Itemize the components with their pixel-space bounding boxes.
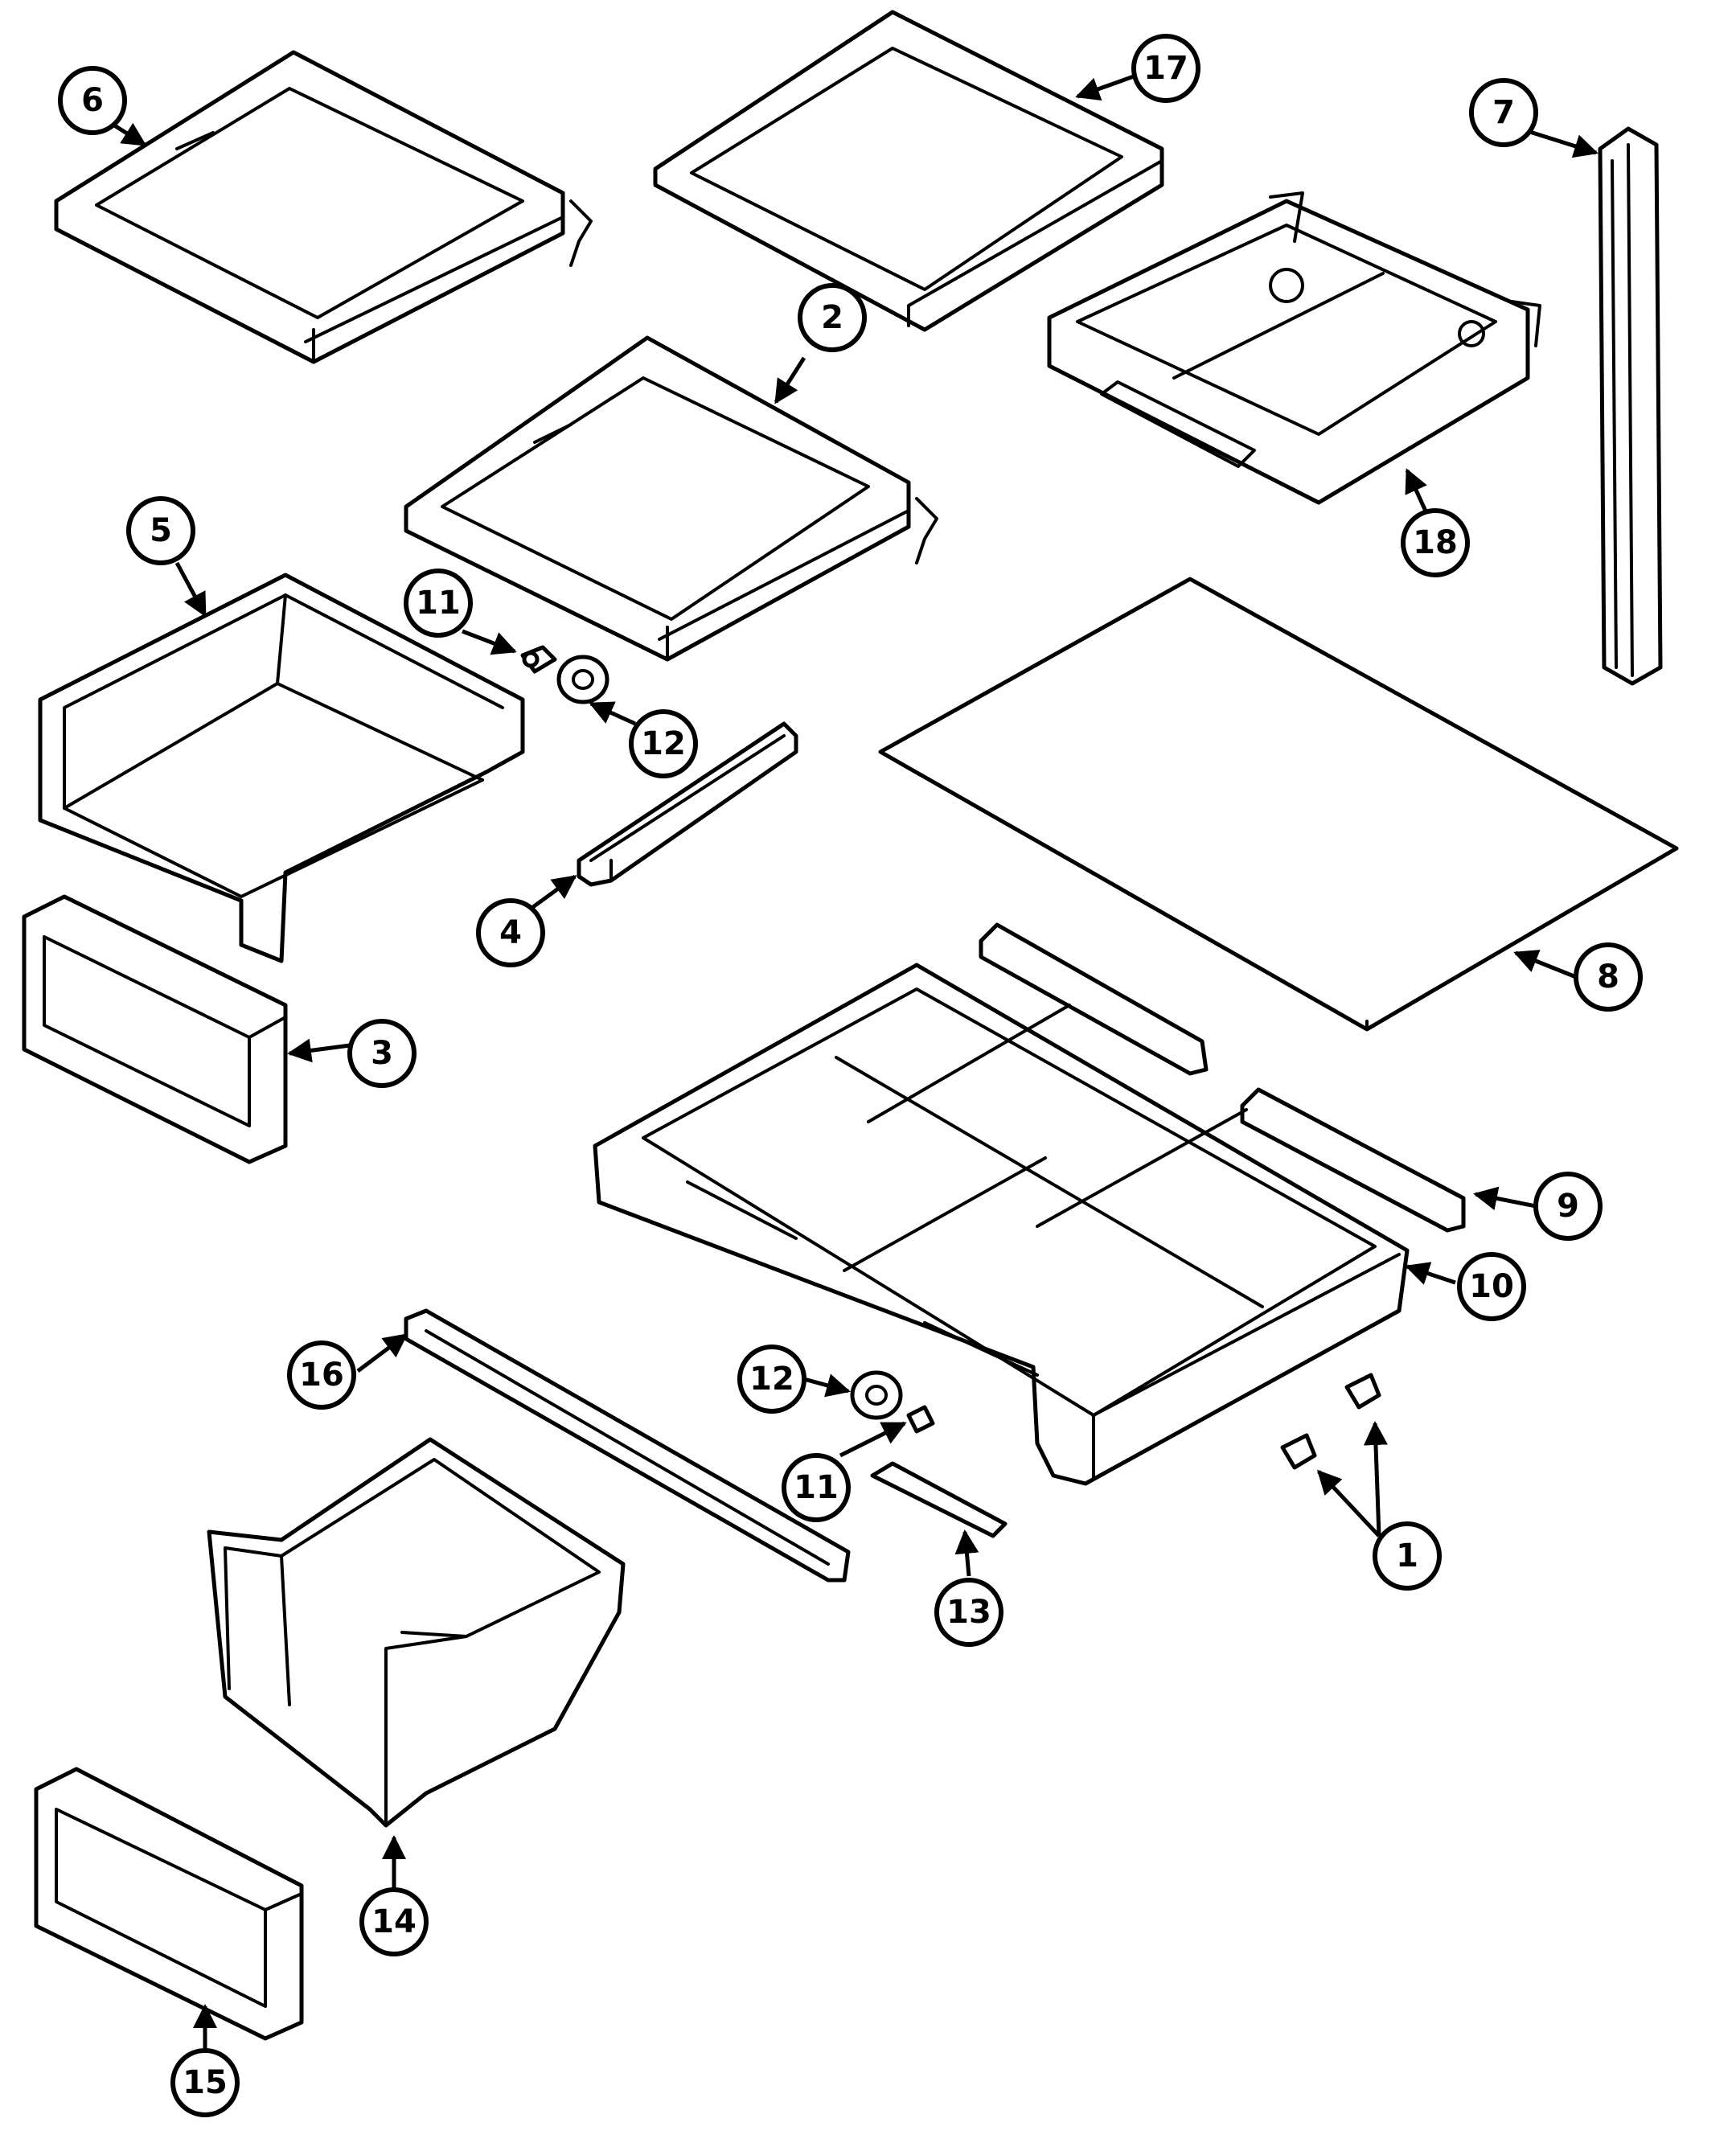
part-11-screw-lower bbox=[906, 1405, 935, 1434]
part-14-lower-bin bbox=[207, 1437, 626, 1828]
callout-6-label: 6 bbox=[81, 82, 104, 119]
callout-7: 7 bbox=[1469, 78, 1538, 147]
part-1-screws bbox=[1280, 1373, 1381, 1470]
callout-4: 4 bbox=[476, 898, 545, 967]
callout-12a: 12 bbox=[629, 709, 698, 778]
callout-5: 5 bbox=[126, 496, 195, 565]
callout-16: 16 bbox=[287, 1340, 356, 1410]
callout-10: 10 bbox=[1457, 1252, 1526, 1321]
part-3-drawer-front bbox=[22, 894, 288, 1164]
callout-5-label: 5 bbox=[150, 512, 172, 549]
callout-4-label: 4 bbox=[499, 914, 522, 951]
callout-6: 6 bbox=[58, 66, 127, 135]
callout-8: 8 bbox=[1574, 942, 1643, 1012]
part-4-slide-rail bbox=[577, 721, 798, 887]
part-5-crisper-drawer bbox=[38, 573, 525, 963]
callout-18-label: 18 bbox=[1413, 524, 1458, 561]
callout-15: 15 bbox=[170, 2048, 240, 2117]
part-6-shelf bbox=[54, 50, 593, 364]
part-18-drawer-assembly bbox=[1047, 191, 1541, 505]
callout-8-label: 8 bbox=[1597, 959, 1619, 996]
part-9-trim-strip-lower bbox=[1240, 1087, 1466, 1233]
callout-11a: 11 bbox=[404, 569, 473, 638]
callout-1: 1 bbox=[1373, 1521, 1442, 1591]
part-10-crisper-frame bbox=[593, 963, 1410, 1486]
callout-13-label: 13 bbox=[946, 1594, 991, 1631]
callout-3-label: 3 bbox=[371, 1035, 393, 1072]
callout-11b-label: 11 bbox=[794, 1469, 839, 1506]
callout-14: 14 bbox=[359, 1887, 429, 1956]
callout-12b: 12 bbox=[737, 1345, 806, 1414]
callout-18: 18 bbox=[1401, 508, 1470, 577]
callout-11b: 11 bbox=[782, 1453, 851, 1522]
part-7-rail bbox=[1598, 126, 1663, 686]
callout-9: 9 bbox=[1533, 1172, 1603, 1241]
callout-15-label: 15 bbox=[183, 2064, 228, 2101]
part-11-screw-top bbox=[520, 645, 557, 674]
callout-2: 2 bbox=[798, 283, 867, 352]
part-8-glass-panel bbox=[878, 577, 1679, 1032]
part-17-glass-shelf bbox=[653, 10, 1164, 332]
callout-1-label: 1 bbox=[1396, 1537, 1418, 1574]
part-2-shelf bbox=[404, 335, 938, 662]
callout-17: 17 bbox=[1131, 34, 1200, 103]
part-15-bin-front bbox=[34, 1767, 304, 2041]
part-9-trim-strip-upper bbox=[979, 922, 1209, 1076]
callout-9-label: 9 bbox=[1557, 1188, 1579, 1225]
callout-12a-label: 12 bbox=[641, 725, 686, 762]
callout-10-label: 10 bbox=[1469, 1268, 1514, 1305]
callout-11a-label: 11 bbox=[416, 585, 461, 622]
callout-16-label: 16 bbox=[299, 1357, 344, 1394]
leader-lines bbox=[99, 74, 1599, 2051]
callout-13: 13 bbox=[934, 1578, 1003, 1647]
callout-14-label: 14 bbox=[371, 1903, 417, 1940]
callout-2-label: 2 bbox=[821, 299, 843, 336]
part-12-roller-top bbox=[556, 655, 609, 704]
callout-17-label: 17 bbox=[1143, 50, 1188, 87]
callout-7-label: 7 bbox=[1492, 94, 1515, 131]
callout-12b-label: 12 bbox=[749, 1361, 794, 1398]
part-12-roller-lower bbox=[850, 1370, 903, 1420]
part-13-clip bbox=[870, 1461, 1008, 1538]
callout-3: 3 bbox=[347, 1019, 417, 1088]
